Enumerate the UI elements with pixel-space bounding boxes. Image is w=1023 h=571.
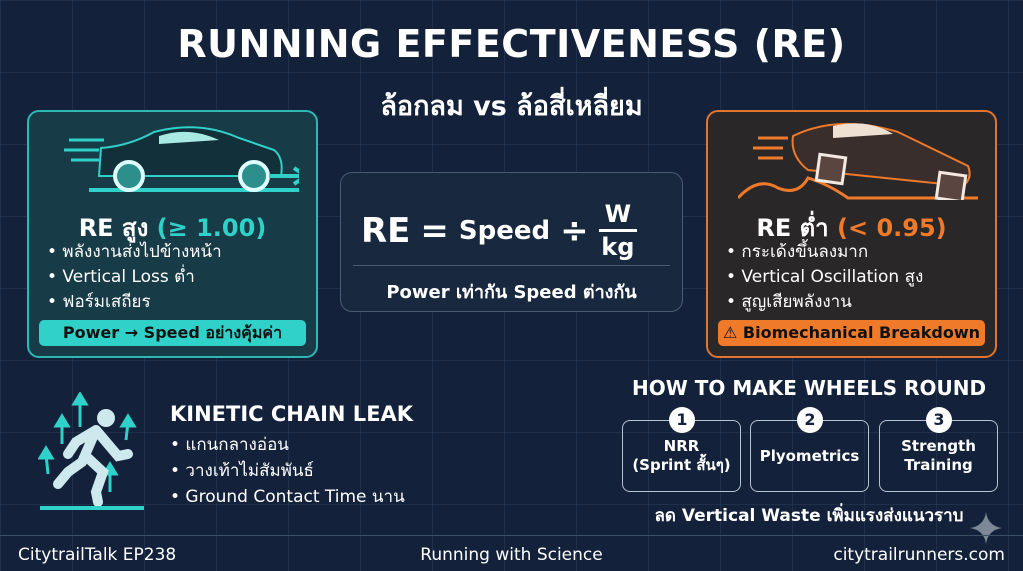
step-number: 3 bbox=[926, 407, 952, 433]
high-re-tag: Power → Speed อย่างคุ้มค่า bbox=[39, 320, 306, 346]
low-re-tag: ⚠ Biomechanical Breakdown bbox=[718, 320, 985, 346]
how-to-note: ลด Vertical Waste เพิ่มแรงส่งแนวราบ bbox=[654, 506, 964, 526]
sparkle-icon bbox=[970, 512, 1002, 544]
kinetic-chain-bullets: • แกนกลางอ่อน• วางเท้าไม่สัมพันธ์• Groun… bbox=[170, 435, 405, 507]
step-number: 2 bbox=[797, 407, 823, 433]
page-subtitle: ล้อกลม vs ล้อสี่เหลี่ยม bbox=[380, 91, 643, 122]
formula-note: Power เท่ากัน Speed ต่างกัน bbox=[386, 282, 637, 303]
low-re-bullets: • กระเด้งขึ้นลงมาก• Vertical Oscillation… bbox=[726, 242, 924, 312]
runner-leak-icon bbox=[38, 392, 144, 510]
page-title: RUNNING EFFECTIVENESS (RE) bbox=[177, 22, 846, 66]
footer-episode: CitytrailTalk EP238 bbox=[18, 545, 177, 565]
footer-divider bbox=[0, 535, 1023, 536]
high-re-bullets: • พลังงานส่งไปข้างหน้า• Vertical Loss ต่… bbox=[47, 242, 222, 312]
divider bbox=[353, 265, 670, 266]
footer-tagline: Running with Science bbox=[420, 545, 603, 565]
how-to-title: HOW TO MAKE WHEELS ROUND bbox=[631, 376, 987, 400]
low-re-heading: RE ต่ำ (< 0.95) bbox=[756, 214, 947, 242]
step-number: 1 bbox=[669, 407, 695, 433]
high-re-card: RE สูง (≥ 1.00) • พลังงานส่งไปข้างหน้า• … bbox=[27, 110, 318, 358]
high-re-heading: RE สูง (≥ 1.00) bbox=[78, 214, 267, 242]
square-wheel-car-icon bbox=[738, 122, 978, 200]
kinetic-chain-title: KINETIC CHAIN LEAK bbox=[170, 402, 414, 426]
low-re-card: RE ต่ำ (< 0.95) • กระเด้งขึ้นลงมาก• Vert… bbox=[706, 110, 997, 358]
footer-website: citytrailrunners.com bbox=[833, 545, 1005, 565]
round-wheel-car-icon bbox=[64, 126, 299, 192]
